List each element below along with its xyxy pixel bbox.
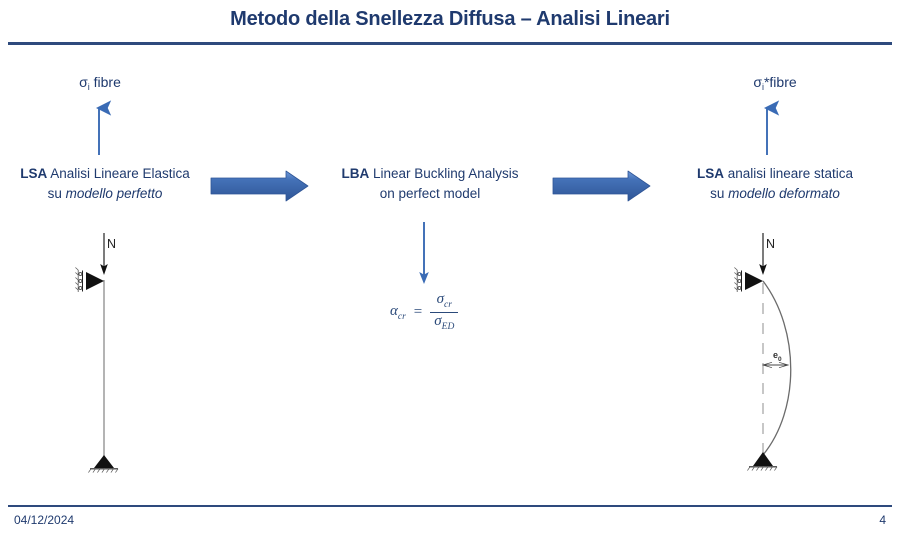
sigma-symbol: σ [753, 74, 762, 90]
sigma-cr-subscript: cr [444, 300, 452, 310]
step-line1-rest: Linear Buckling Analysis [369, 166, 519, 181]
sigma-cr-symbol: σ [436, 291, 445, 307]
sigma-subscript: i [761, 82, 764, 92]
step-line-1: LBA Linear Buckling Analysis [325, 164, 535, 184]
step-line-1: LSA Analisi Lineare Elastica [0, 164, 210, 184]
step-line2-italic: modello perfetto [65, 185, 163, 201]
formula-lhs: αcr [390, 303, 406, 322]
straight-column-model [75, 233, 119, 473]
step-text-lsa-perfect: LSA Analisi Lineare Elastica su modello … [0, 164, 210, 203]
formula-denominator: σED [430, 311, 459, 333]
step-line1-rest: analisi lineare statica [723, 166, 854, 181]
output-label-lsa-perfect: σi fibre [40, 74, 160, 92]
flow-arrow-lsa-to-lba-icon[interactable] [210, 170, 309, 202]
alpha-symbol: α [390, 302, 398, 319]
sigma-subscript: i [87, 82, 90, 92]
step-line2-italic: modello deformato [728, 185, 840, 201]
step-line-2: on perfect model [325, 184, 535, 204]
roller-support-left-icon [75, 267, 104, 292]
step-line-2: su modello perfetto [0, 184, 210, 204]
step-code-lsa2: LSA [696, 166, 724, 181]
footer-divider [8, 505, 892, 507]
formula-equals: = [413, 303, 423, 320]
flow-arrow-lba-to-lsa-icon[interactable] [552, 170, 651, 202]
step-code-lba: LBA [341, 166, 370, 181]
load-label-right: N [766, 237, 776, 251]
sigma-symbol: σ [79, 74, 88, 90]
step-line-2: su modello deformato [665, 184, 885, 204]
step-line1-rest: Analisi Lineare Elastica [47, 166, 190, 181]
load-label-left: N [107, 237, 117, 251]
step-line-1: LSA analisi lineare statica [665, 164, 885, 184]
step-line2-prefix: on perfect model [379, 185, 481, 201]
alpha-subscript: cr [397, 311, 406, 322]
step-line2-prefix: su [47, 185, 66, 201]
step-code-lsa: LSA [20, 166, 48, 181]
pinned-support-left-icon [88, 455, 119, 473]
step-text-lsa-deformed: LSA analisi lineare statica su modello d… [665, 164, 885, 203]
deformed-column-model [734, 233, 792, 471]
e0-subscript: 0 [778, 355, 782, 363]
pinned-support-right-icon [747, 452, 778, 471]
sigma-rest: *fibre [763, 74, 797, 90]
sigma-ed-symbol: σ [434, 312, 442, 329]
formula-fraction: σcr σED [430, 291, 459, 333]
output-label-lsa-deformed: σi*fibre [700, 74, 850, 92]
sigma-rest: fibre [89, 74, 121, 90]
roller-support-right-icon [734, 267, 763, 292]
imperfection-label: e0 [773, 350, 782, 363]
formula-arrow-icon [419, 222, 429, 284]
sigma-ed-subscript: ED [441, 321, 455, 332]
page-title: Metodo della Snellezza Diffusa – Analisi… [230, 8, 670, 30]
formula-numerator: σcr [433, 291, 456, 312]
footer-page-number: 4 [879, 513, 886, 527]
footer-date: 04/12/2024 [14, 513, 75, 527]
alpha-cr-formula: αcr = σcr σED [390, 291, 459, 333]
step-line2-prefix: su [710, 185, 729, 201]
step-text-lba: LBA Linear Buckling Analysis on perfect … [325, 164, 535, 203]
title-divider [8, 42, 892, 46]
